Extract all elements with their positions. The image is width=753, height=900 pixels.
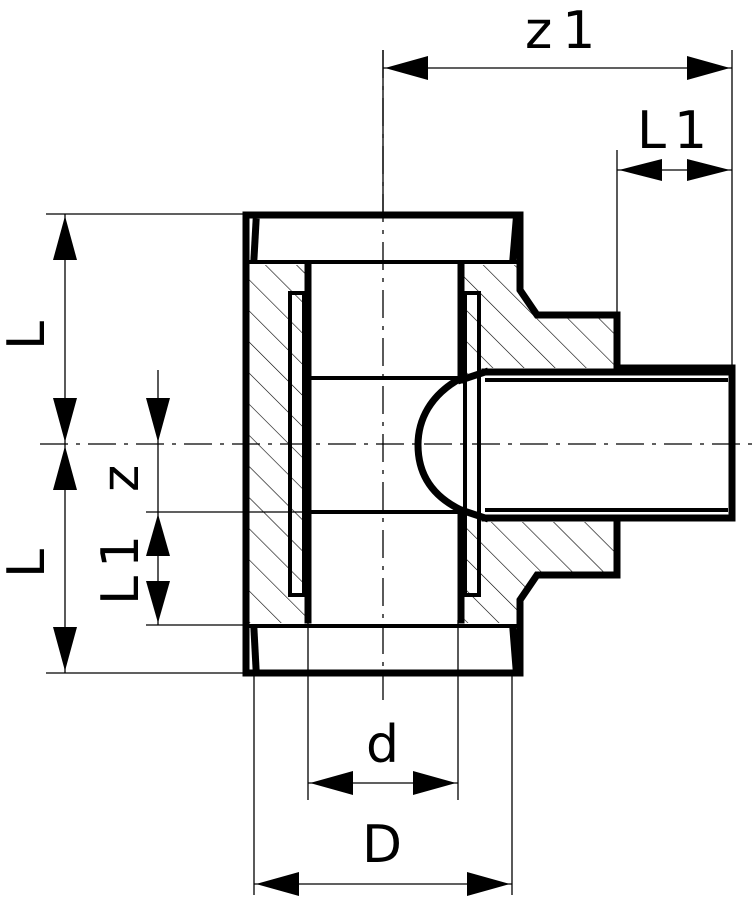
dimension-l-upper xyxy=(53,214,77,444)
inner-bore xyxy=(288,261,732,624)
label-d: d xyxy=(366,715,399,775)
extension-lines xyxy=(46,50,733,895)
dimension-l-lower xyxy=(53,444,77,673)
label-z1: z1 xyxy=(525,1,605,61)
label-l1-top: L1 xyxy=(637,101,715,161)
label-D: D xyxy=(362,815,402,875)
label-z: z xyxy=(91,465,151,492)
label-l1-left: L1 xyxy=(91,527,151,605)
dimension-D xyxy=(254,872,512,896)
label-l-lower: L xyxy=(0,549,57,578)
dimension-l1-top xyxy=(617,159,732,181)
dimension-z1 xyxy=(383,56,732,80)
dimension-d xyxy=(308,771,458,795)
dimension-z xyxy=(146,370,170,625)
label-l-upper: L xyxy=(0,321,57,350)
